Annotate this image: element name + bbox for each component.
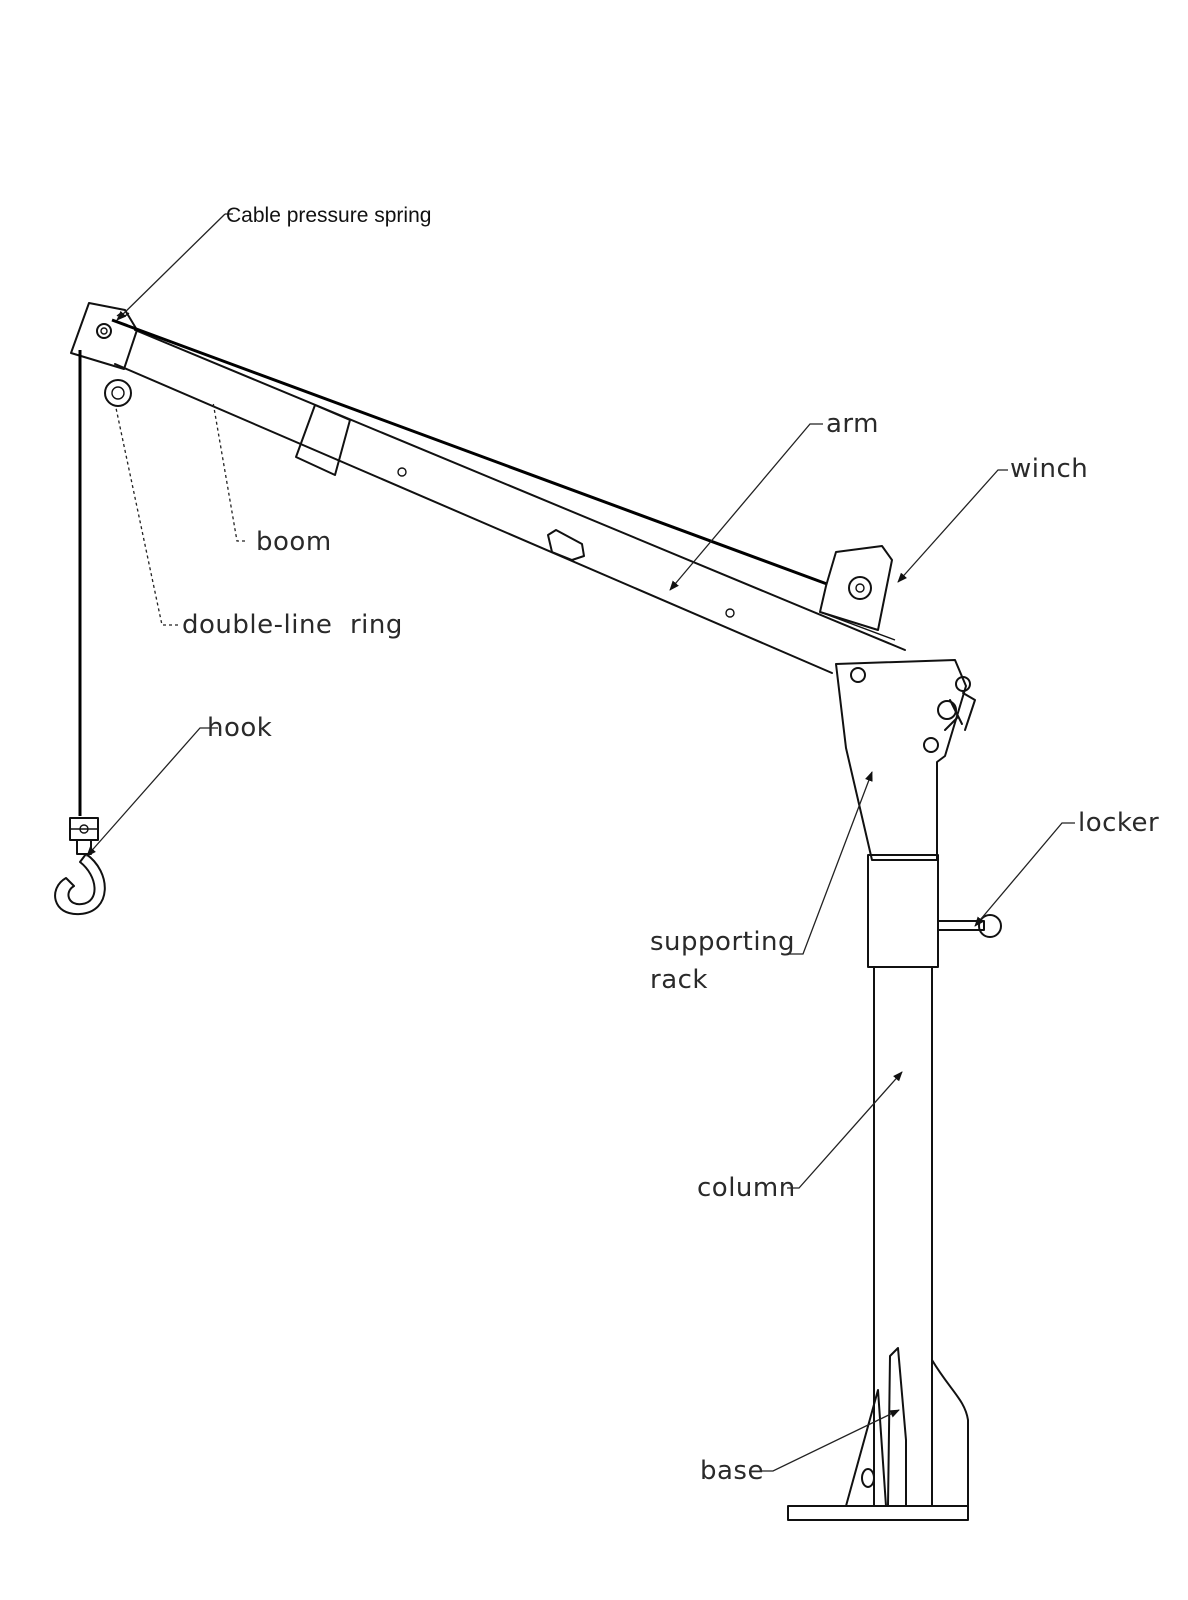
label-supporting: supporting xyxy=(650,927,795,957)
winch xyxy=(819,545,896,641)
label-rack: rack xyxy=(650,965,708,995)
label-cable-pressure-spring: Cable pressure spring xyxy=(226,204,431,227)
label-double-line-ring: double-line ring xyxy=(182,610,403,640)
boom-head xyxy=(70,302,138,370)
label-arm: arm xyxy=(826,409,879,439)
boom-sleeve xyxy=(295,404,351,476)
supporting-rack xyxy=(835,659,976,861)
label-boom: boom xyxy=(256,527,332,557)
label-locker: locker xyxy=(1078,808,1159,838)
label-hook: hook xyxy=(207,713,272,743)
base xyxy=(787,1347,969,1521)
hook xyxy=(54,817,106,916)
double-line-ring xyxy=(104,379,132,407)
boom-hole xyxy=(397,467,407,477)
label-winch: winch xyxy=(1010,454,1088,484)
column xyxy=(867,854,1002,1507)
arm-handle xyxy=(547,529,585,561)
cable-top xyxy=(111,318,828,586)
label-base: base xyxy=(700,1456,764,1486)
boom-arm xyxy=(114,329,906,674)
locker xyxy=(937,914,1002,938)
column-collar xyxy=(867,854,939,968)
label-column: column xyxy=(697,1173,796,1203)
arm-hole xyxy=(725,608,735,618)
leader-lines xyxy=(86,213,1075,1472)
